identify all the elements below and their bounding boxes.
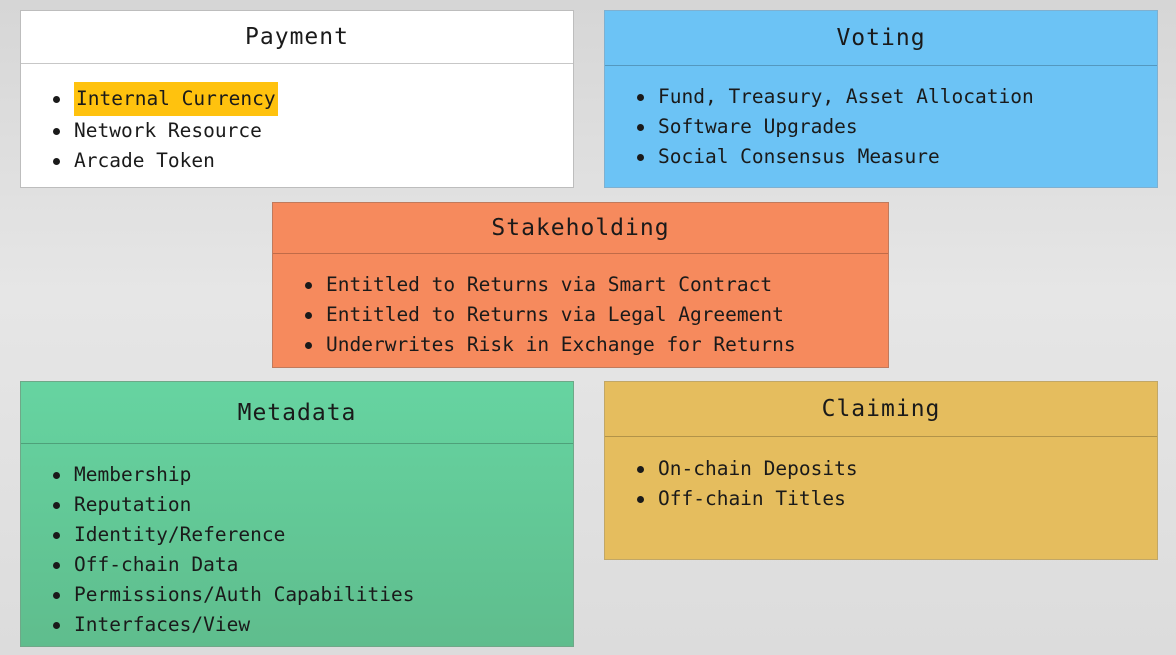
list-item: Software Upgrades	[637, 112, 1034, 142]
list-item-text: Entitled to Returns via Legal Agreement	[326, 303, 784, 326]
voting-list: Fund, Treasury, Asset Allocation Softwar…	[637, 82, 1034, 172]
payment-box: Payment Internal Currency Network Resour…	[20, 10, 574, 188]
list-item-text: Arcade Token	[74, 149, 215, 172]
bullet-icon	[53, 127, 60, 135]
stakeholding-title: Stakeholding	[273, 203, 888, 254]
list-item-text: Underwrites Risk in Exchange for Returns	[326, 333, 796, 356]
bullet-icon	[637, 465, 644, 473]
list-item: Interfaces/View	[53, 610, 414, 640]
list-item: Internal Currency	[53, 82, 278, 116]
payment-list: Internal Currency Network Resource Arcad…	[53, 82, 278, 176]
list-item-text: Reputation	[74, 493, 192, 516]
bullet-icon	[637, 123, 644, 131]
claiming-list: On-chain Deposits Off-chain Titles	[637, 454, 858, 514]
stakeholding-box: Stakeholding Entitled to Returns via Sma…	[272, 202, 889, 368]
bullet-icon	[53, 471, 60, 479]
list-item-text: Social Consensus Measure	[658, 145, 940, 168]
bullet-icon	[637, 93, 644, 101]
list-item-text: Off-chain Data	[74, 553, 239, 576]
list-item-text: On-chain Deposits	[658, 457, 858, 480]
bullet-icon	[637, 153, 644, 161]
bullet-icon	[305, 341, 312, 349]
claiming-title: Claiming	[605, 382, 1157, 437]
list-item: Entitled to Returns via Legal Agreement	[305, 300, 796, 330]
list-item: Off-chain Data	[53, 550, 414, 580]
metadata-box: Metadata Membership Reputation Identity/…	[20, 381, 574, 647]
list-item: Underwrites Risk in Exchange for Returns	[305, 330, 796, 360]
list-item: Entitled to Returns via Smart Contract	[305, 270, 796, 300]
list-item-text: Interfaces/View	[74, 613, 251, 636]
list-item: Network Resource	[53, 116, 278, 146]
bullet-icon	[53, 591, 60, 599]
list-item: Identity/Reference	[53, 520, 414, 550]
list-item-text: Permissions/Auth Capabilities	[74, 583, 415, 606]
voting-title: Voting	[605, 11, 1157, 66]
list-item: Permissions/Auth Capabilities	[53, 580, 414, 610]
list-item-text: Entitled to Returns via Smart Contract	[326, 273, 773, 296]
list-item: On-chain Deposits	[637, 454, 858, 484]
bullet-icon	[53, 501, 60, 509]
list-item: Membership	[53, 460, 414, 490]
bullet-icon	[637, 495, 644, 503]
metadata-title: Metadata	[21, 382, 573, 444]
bullet-icon	[53, 157, 60, 165]
voting-box: Voting Fund, Treasury, Asset Allocation …	[604, 10, 1158, 188]
list-item: Arcade Token	[53, 146, 278, 176]
list-item: Reputation	[53, 490, 414, 520]
list-item-text: Fund, Treasury, Asset Allocation	[658, 85, 1034, 108]
list-item-text: Software Upgrades	[658, 115, 858, 138]
bullet-icon	[53, 95, 60, 103]
list-item: Social Consensus Measure	[637, 142, 1034, 172]
bullet-icon	[53, 621, 60, 629]
list-item: Off-chain Titles	[637, 484, 858, 514]
list-item-text: Network Resource	[74, 119, 262, 142]
payment-title: Payment	[21, 11, 573, 64]
list-item-text: Membership	[74, 463, 192, 486]
stakeholding-list: Entitled to Returns via Smart Contract E…	[305, 270, 796, 360]
bullet-icon	[305, 311, 312, 319]
claiming-box: Claiming On-chain Deposits Off-chain Tit…	[604, 381, 1158, 560]
list-item-text: Identity/Reference	[74, 523, 286, 546]
list-item: Fund, Treasury, Asset Allocation	[637, 82, 1034, 112]
bullet-icon	[305, 281, 312, 289]
list-item-text: Off-chain Titles	[658, 487, 846, 510]
bullet-icon	[53, 531, 60, 539]
metadata-list: Membership Reputation Identity/Reference…	[53, 460, 414, 640]
highlighted-item-text: Internal Currency	[74, 82, 278, 116]
bullet-icon	[53, 561, 60, 569]
